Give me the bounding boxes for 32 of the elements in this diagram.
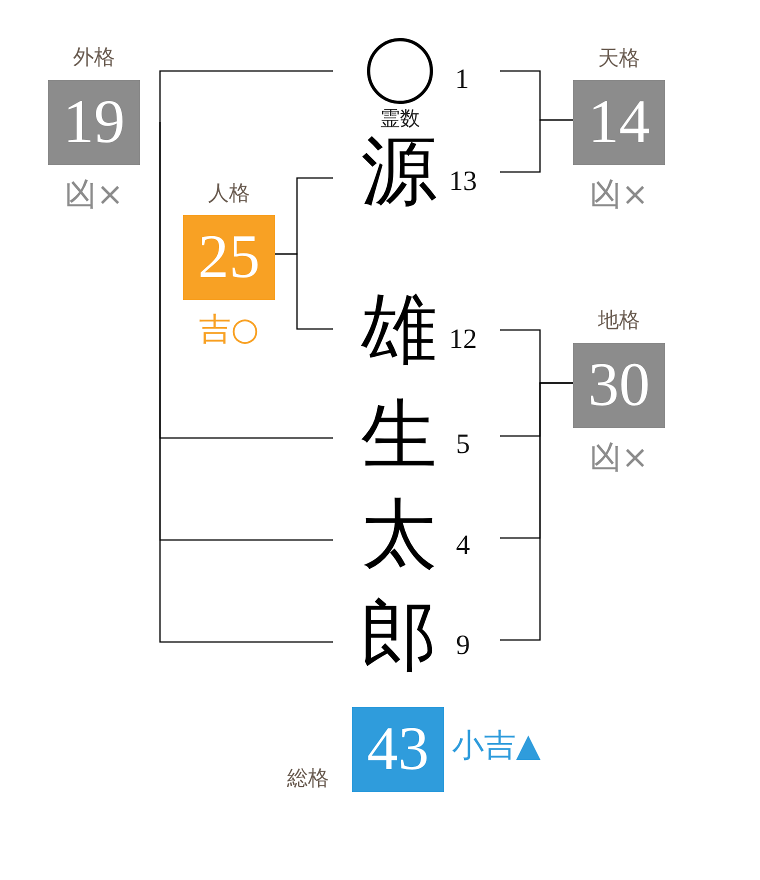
bracket-line — [275, 253, 333, 330]
stroke-count: 1 — [455, 66, 469, 94]
stroke-count: 4 — [456, 532, 470, 560]
verdict-label: 凶× — [590, 439, 648, 475]
score-box: 30 — [573, 343, 665, 428]
bracket-line — [500, 382, 573, 641]
score-box: 14 — [573, 80, 665, 165]
name-character: 生 — [361, 397, 437, 473]
stroke-count: 9 — [456, 632, 470, 660]
verdict-label: 小吉▲ — [452, 727, 541, 763]
caption-label: 霊数 — [380, 107, 420, 129]
score-box: 19 — [48, 80, 140, 165]
category-label: 人格 — [208, 181, 250, 205]
verdict-label: 凶× — [64, 176, 124, 212]
verdict-label: 凶× — [590, 176, 648, 212]
name-character: 郎 — [361, 598, 437, 674]
verdict-label: 吉○ — [199, 311, 259, 347]
bracket-line — [500, 119, 573, 173]
stroke-count: 12 — [449, 326, 477, 354]
stroke-count: 5 — [456, 431, 470, 459]
name-character: 雄 — [361, 291, 437, 367]
category-label: 外格 — [73, 45, 115, 69]
name-character: 太 — [361, 496, 437, 572]
bracket-line — [159, 121, 333, 643]
score-box: 43 — [352, 707, 444, 792]
stroke-count: 13 — [449, 168, 477, 196]
category-label: 天格 — [598, 46, 640, 70]
name-character: 源 — [361, 133, 437, 209]
score-box: 25 — [183, 215, 275, 300]
bracket-line — [159, 70, 333, 123]
category-label: 総格 — [287, 766, 329, 790]
category-label: 地格 — [598, 308, 640, 332]
